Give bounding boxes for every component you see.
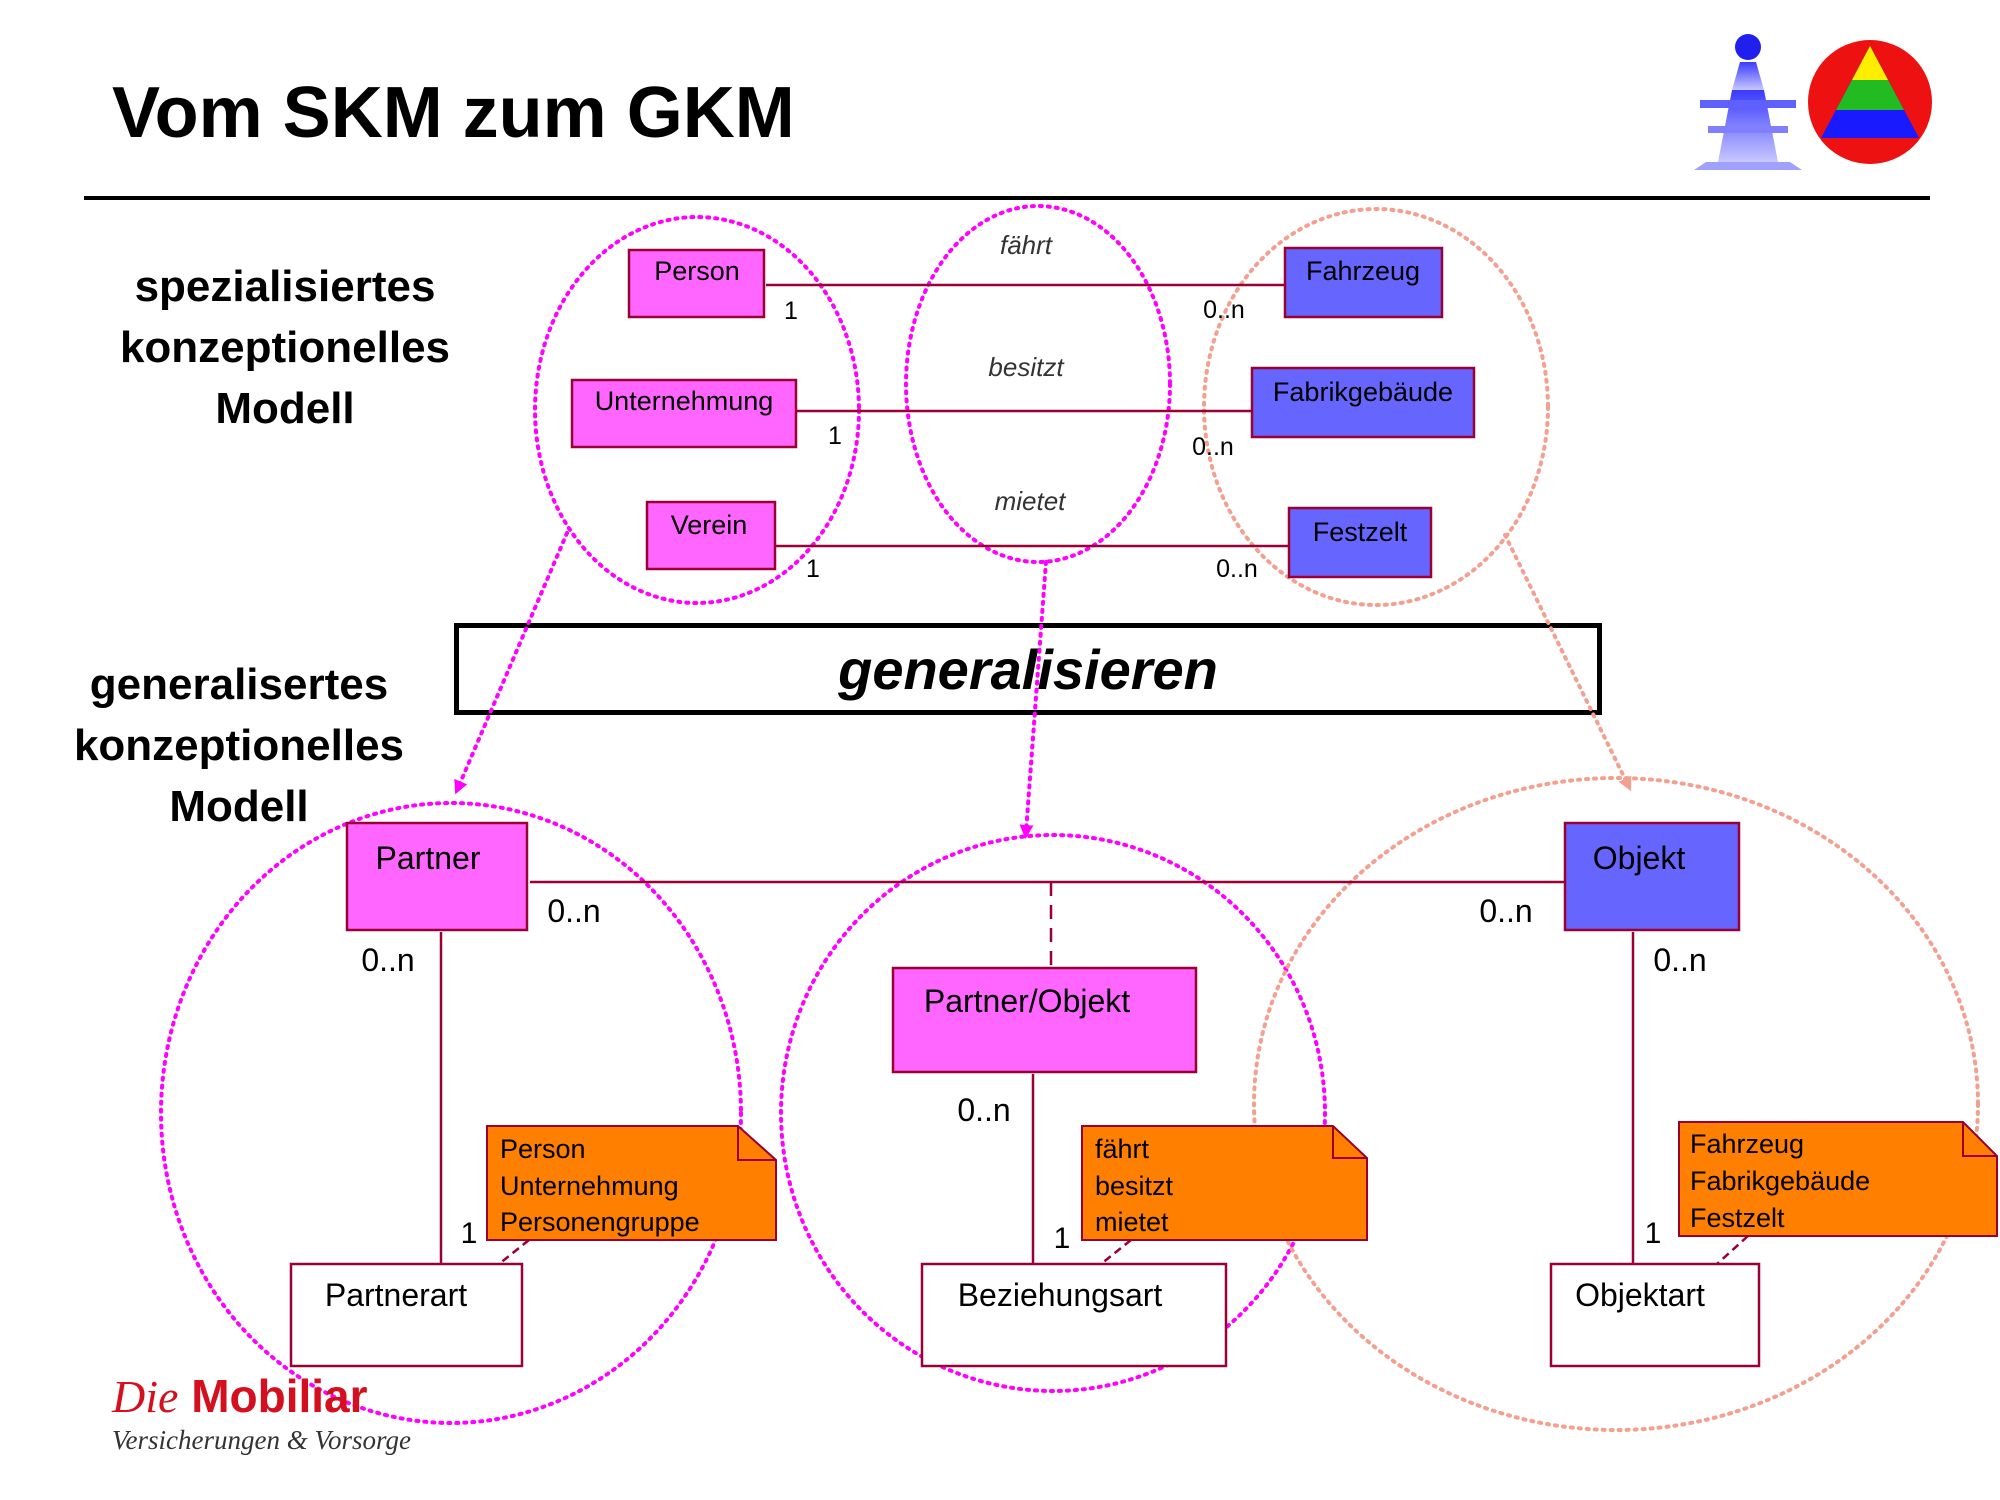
gkm-mult-partner-down: 0..n [361,942,414,978]
gkm-entity-beziehungsart: Beziehungsart [920,1262,1228,1368]
lighthouse-logo-icon [1694,34,1802,170]
gkm-entity-objektart-label: Objektart [1575,1277,1705,1313]
mobiliar-brand: Die Mobiliar [112,1370,411,1423]
note-beziehung: fährt besitzt mietet [1081,1125,1368,1241]
gkm-entity-partner: Partner [345,821,529,932]
note-anchor-partner [498,1239,530,1265]
gkm-entity-partner-objekt-label: Partner/Objekt [924,983,1130,1019]
skm-entity-fahrzeug: Fahrzeug [1283,246,1444,319]
note-objekt: Fahrzeug Fabrikgebäude Festzelt [1678,1121,1998,1237]
arrow-relation [1019,560,1048,839]
skm-mult-festzelt: 0..n [1216,555,1258,583]
mobiliar-logo: Die Mobiliar Versicherungen & Vorsorge [112,1370,411,1456]
note-beziehung-line-1: fährt [1095,1134,1150,1164]
skm-mult-verein: 1 [806,555,820,583]
skm-label-line-2: konzeptionelles [119,323,451,372]
gkm-entity-objekt-label: Objekt [1593,840,1686,876]
arrow-objekt [1503,533,1632,792]
skm-mult-fahrzeug: 0..n [1203,296,1245,324]
gkm-entity-partner-objekt: Partner/Objekt [891,966,1198,1074]
note-anchor-beziehung [1100,1239,1132,1265]
gkm-label: generalisertes konzeptionelles Modell [14,654,464,837]
skm-label-line-1: spezialisiertes [134,262,436,311]
generalize-label: generalisieren [838,637,1218,701]
skm-relation-circle [904,204,1172,564]
note-beziehung-line-2: besitzt [1095,1171,1174,1201]
note-beziehung-line-3: mietet [1095,1207,1169,1237]
note-partner-line-3: Personengruppe [500,1207,700,1237]
skm-entity-person-label: Person [654,256,740,286]
note-partner-line-1: Person [500,1134,586,1164]
note-partner: Person Unternehmung Personengruppe [486,1125,777,1241]
gkm-mult-objekt-down: 0..n [1653,942,1706,978]
skm-entity-fabrikgebaeude: Fabrikgebäude [1250,366,1476,439]
note-objekt-line-3: Festzelt [1690,1203,1785,1233]
gkm-relation-circle [779,833,1327,1393]
page-title: Vom SKM zum GKM [112,73,795,153]
skm-relation-mietet: mietet [995,486,1068,516]
gkm-objekt-circle [1252,776,1980,1432]
mobiliar-brand-name: Mobiliar [191,1370,368,1422]
skm-mult-unternehmung: 1 [828,422,842,450]
skm-entity-fabrikgebaeude-label: Fabrikgebäude [1273,377,1453,407]
skm-mult-person: 1 [784,297,798,325]
gkm-label-line-1: generalisertes [89,660,389,709]
skm-entity-fahrzeug-label: Fahrzeug [1306,256,1420,286]
gkm-entity-partnerart-label: Partnerart [325,1277,467,1313]
skm-objekt-circle [1202,207,1550,607]
gkm-mult-partner-right: 0..n [547,893,600,929]
skm-entity-verein: Verein [645,500,777,571]
skm-entity-person: Person [627,248,766,319]
note-anchor-objekt [1716,1235,1749,1265]
title-rule [84,196,1930,200]
skm-entity-unternehmung: Unternehmung [570,378,798,449]
skm-entity-festzelt-label: Festzelt [1313,517,1408,547]
skm-entity-festzelt: Festzelt [1287,506,1433,579]
note-partner-line-2: Unternehmung [500,1171,679,1201]
arrow-partner [454,531,569,795]
gkm-mult-objekt-left: 0..n [1479,893,1532,929]
gkm-entity-objekt: Objekt [1563,821,1741,932]
skm-entity-verein-label: Verein [671,510,748,540]
skm-relation-faehrt: fährt [1000,230,1054,260]
note-objekt-line-2: Fabrikgebäude [1690,1166,1870,1196]
triangle-circle-logo-icon [1808,40,1932,164]
logos [1694,34,1932,170]
gkm-mult-partner-objekt-down: 0..n [957,1092,1010,1128]
gkm-entity-partnerart: Partnerart [289,1262,524,1368]
generalize-box: generalisieren [454,623,1602,715]
gkm-entity-beziehungsart-label: Beziehungsart [958,1277,1163,1313]
skm-relation-besitzt: besitzt [988,352,1065,382]
gkm-mult-objektart: 1 [1645,1217,1662,1250]
gkm-mult-partnerart: 1 [461,1217,478,1250]
gkm-mult-beziehungsart: 1 [1054,1222,1071,1255]
mobiliar-tagline: Versicherungen & Vorsorge [112,1425,411,1455]
gkm-partner-circle [159,801,743,1425]
skm-mult-fabrikgebaeude: 0..n [1192,433,1234,461]
skm-label: spezialisiertes konzeptionelles Modell [60,256,510,439]
mobiliar-brand-die: Die [112,1371,179,1422]
gkm-label-line-3: Modell [169,782,309,831]
note-objekt-line-1: Fahrzeug [1690,1129,1804,1159]
gkm-entity-objektart: Objektart [1549,1262,1761,1368]
skm-entity-unternehmung-label: Unternehmung [595,386,774,416]
skm-label-line-3: Modell [215,384,355,433]
gkm-entity-partner-label: Partner [376,840,481,876]
gkm-label-line-2: konzeptionelles [73,721,405,770]
